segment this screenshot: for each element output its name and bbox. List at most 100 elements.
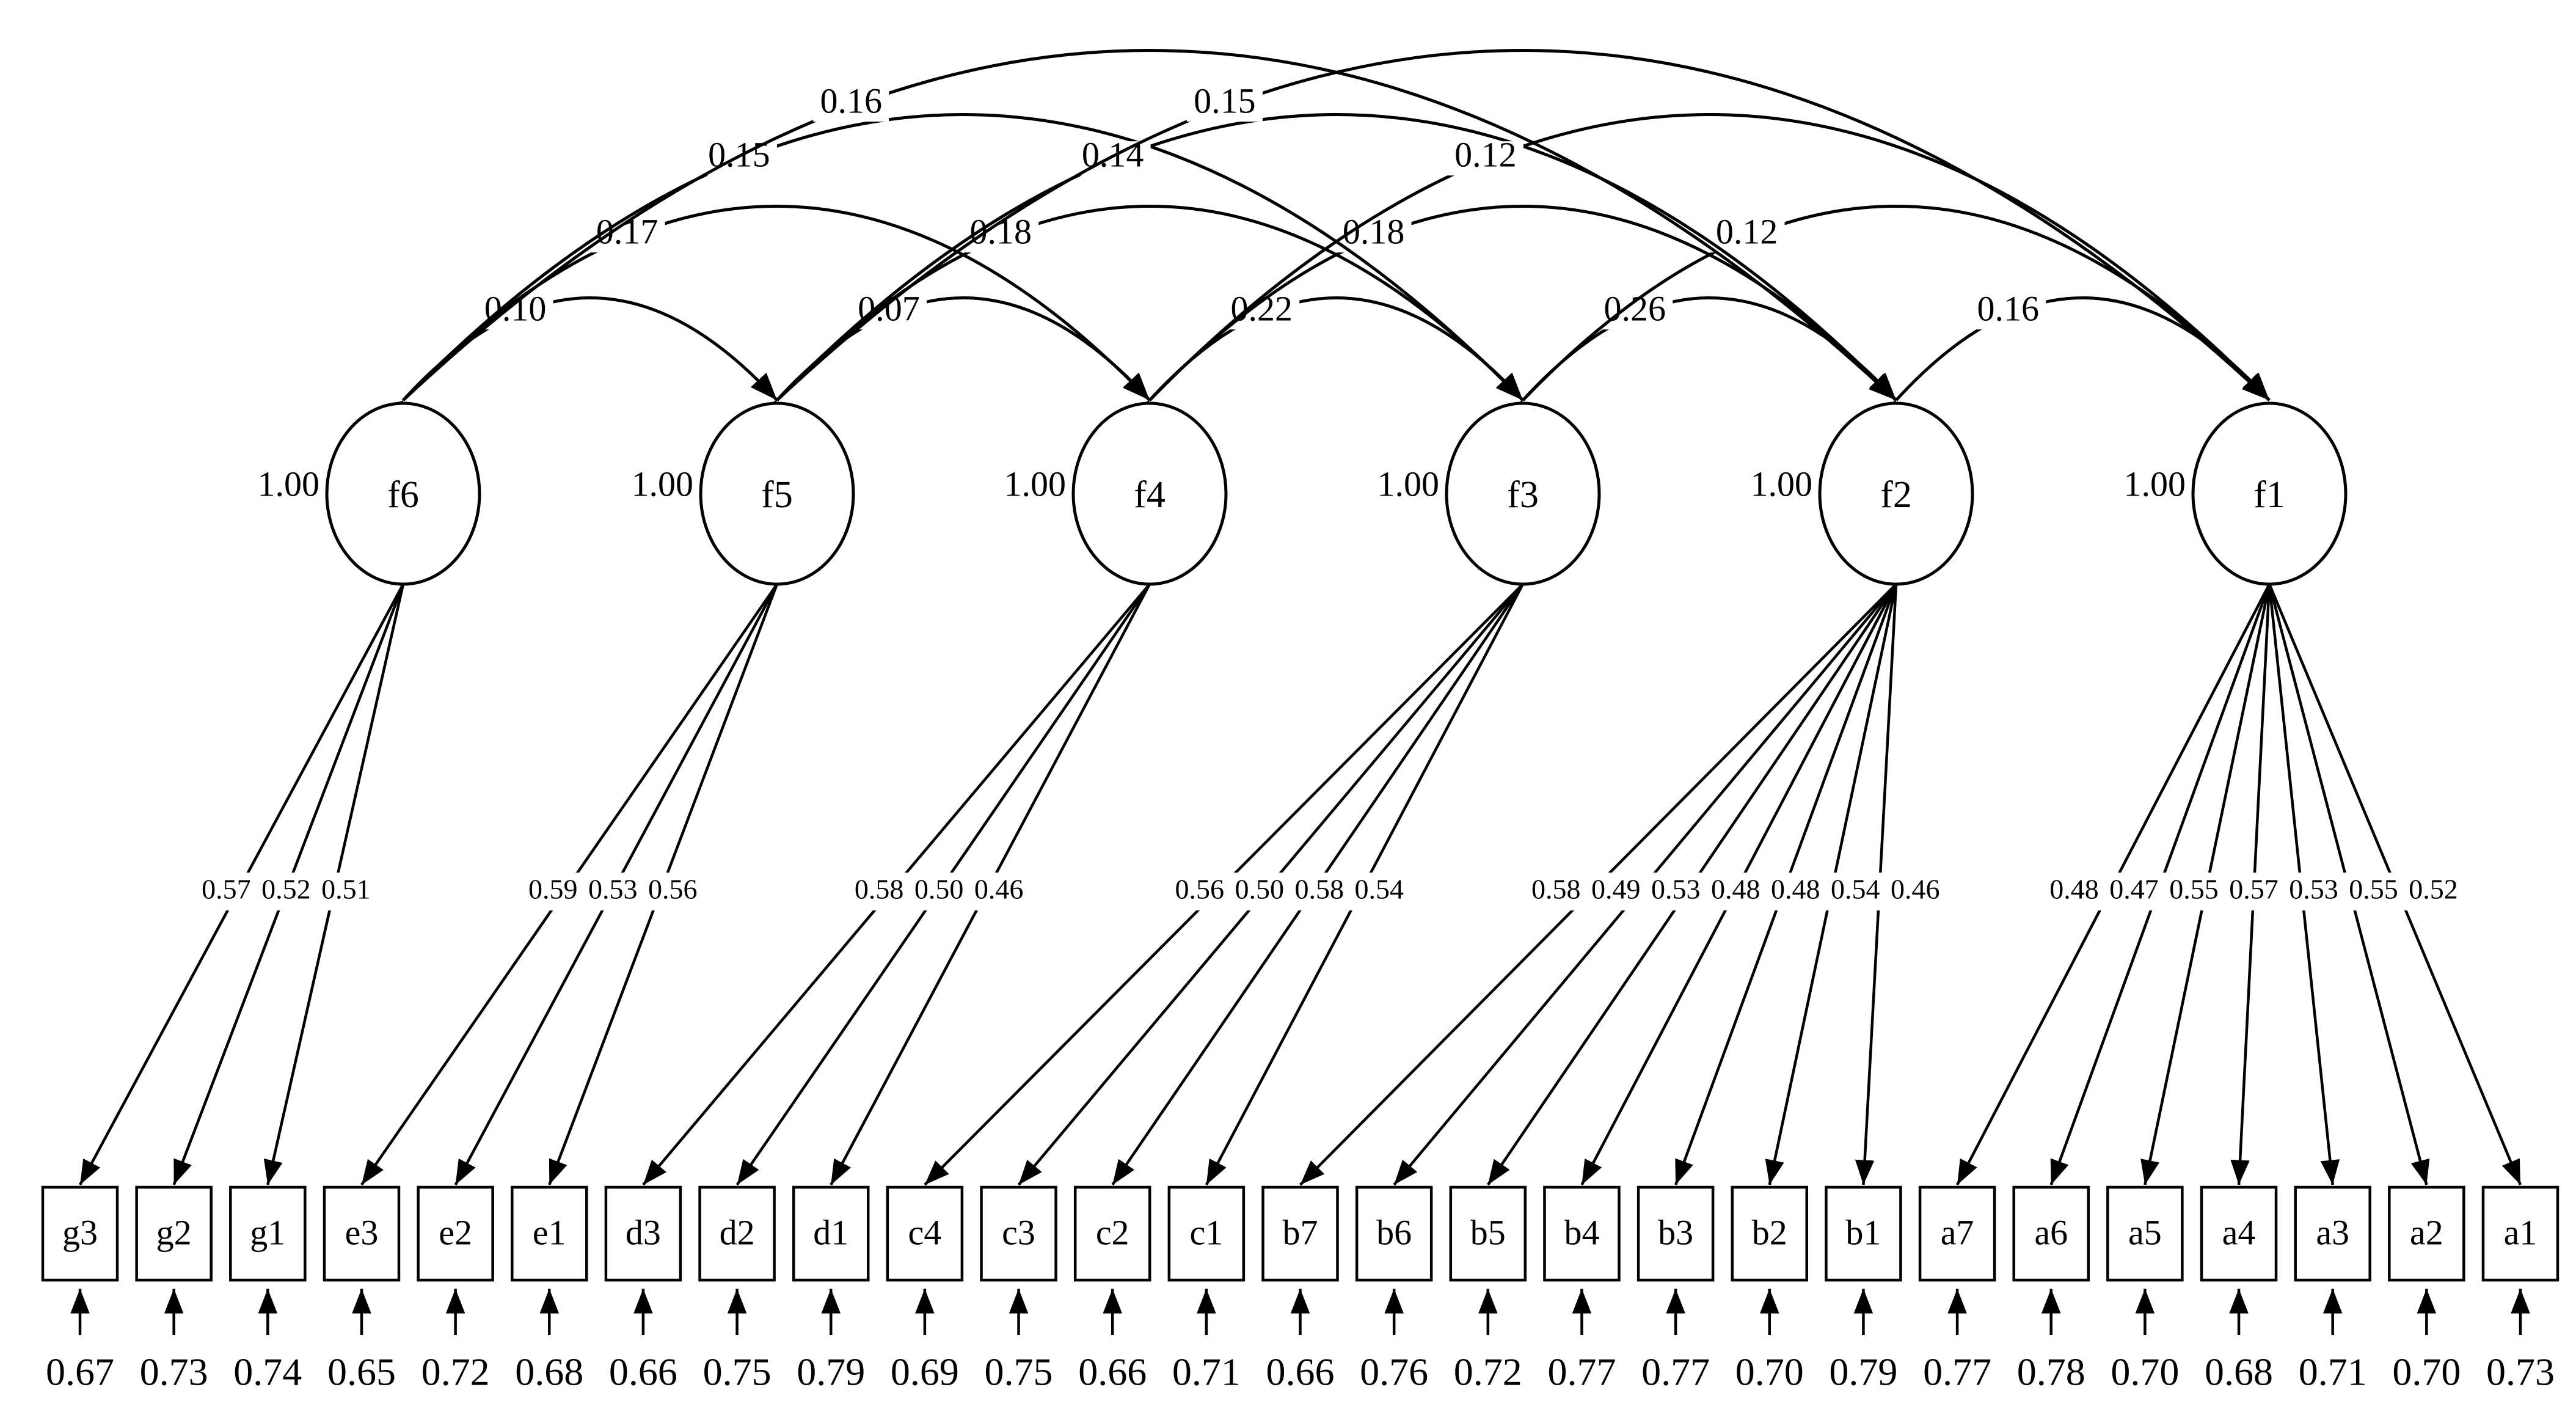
observed-variable-label: b4 (1564, 1212, 1599, 1252)
latent-factor-label: f3 (1507, 474, 1539, 516)
observed-variable-box (2200, 1185, 2278, 1282)
latent-factor-label: f6 (387, 474, 419, 516)
observed-variable-box (1261, 1185, 1339, 1282)
observed-variable-box (2294, 1185, 2371, 1282)
loading-value: 0.56 (1175, 874, 1224, 905)
observed-variable-label: c4 (908, 1212, 942, 1252)
covariance-label-bg (1709, 218, 1785, 253)
observed-variable-box (1825, 1185, 1902, 1282)
latent-variance-value: 1.00 (1377, 464, 1440, 503)
observed-variable-label: g2 (156, 1212, 192, 1252)
loading-label-bg (191, 873, 382, 910)
observed-variable-label: a7 (1941, 1212, 1974, 1252)
observed-variable-label: a6 (2034, 1212, 2068, 1252)
observed-variable-label: e1 (533, 1212, 566, 1252)
covariance-label-bg (1447, 141, 1523, 176)
latent-variance-value: 1.00 (2124, 464, 2186, 503)
latent-factor-label: f5 (761, 474, 793, 516)
covariance-label-bg (963, 218, 1039, 253)
latent-factor-ellipse (699, 401, 855, 586)
loading-value: 0.58 (1531, 874, 1581, 905)
error-variance-value: 0.70 (1735, 1350, 1804, 1394)
observed-variable-box (980, 1185, 1057, 1282)
loading-label-bg (1164, 873, 1415, 910)
observed-variable-label: g3 (62, 1212, 98, 1252)
error-variance-value: 0.65 (327, 1350, 396, 1394)
observed-variable-box (792, 1185, 870, 1282)
error-variance-value: 0.79 (1829, 1350, 1897, 1394)
covariance-arc (376, 49, 1897, 427)
error-variance-value: 0.68 (2205, 1350, 2273, 1394)
loading-value: 0.58 (1294, 874, 1344, 905)
latent-factor-ellipse (1071, 401, 1228, 586)
latent-variance-value: 1.00 (1751, 464, 1813, 503)
loading-value: 0.53 (1651, 874, 1701, 905)
observed-variable-label: e2 (439, 1212, 472, 1252)
loading-value: 0.58 (855, 874, 904, 905)
loading-value: 0.57 (2229, 874, 2279, 905)
observed-variable-label: b1 (1845, 1212, 1881, 1252)
observed-variable-box (2012, 1185, 2090, 1282)
error-variance-value: 0.77 (1641, 1350, 1710, 1394)
covariance-label-bg (1335, 218, 1412, 253)
observed-variable-box (604, 1185, 682, 1282)
observed-variable-label: d3 (626, 1212, 661, 1252)
covariance-value: 0.22 (1231, 289, 1293, 329)
loading-value: 0.48 (2049, 874, 2099, 905)
error-variance-value: 0.70 (2111, 1350, 2179, 1394)
error-variance-value: 0.67 (46, 1350, 114, 1394)
observed-variable-box (2481, 1185, 2560, 1282)
observed-variable-label: a4 (2222, 1212, 2256, 1252)
error-variance-value: 0.72 (1454, 1350, 1522, 1394)
latent-variance-value: 1.00 (632, 464, 694, 503)
observed-variable-box (417, 1185, 494, 1282)
covariance-value: 0.15 (1194, 81, 1256, 120)
covariance-label-bg (589, 218, 665, 253)
loading-value: 0.59 (528, 874, 578, 905)
covariance-value: 0.16 (820, 81, 882, 120)
loading-value: 0.46 (1891, 874, 1940, 905)
covariance-value: 0.16 (1977, 289, 2040, 329)
error-variance-value: 0.71 (1172, 1350, 1241, 1394)
covariance-value: 0.12 (1716, 212, 1778, 252)
latent-factor-ellipse (325, 401, 481, 586)
loading-value: 0.53 (588, 874, 638, 905)
covariance-arc (750, 49, 2271, 427)
error-variance-value: 0.70 (2392, 1350, 2461, 1394)
covariance-label-bg (1186, 87, 1263, 122)
observed-variable-box (135, 1185, 213, 1282)
latent-factor-ellipse (1445, 401, 1601, 586)
latent-variance-value: 1.00 (258, 464, 320, 503)
observed-variable-box (1449, 1185, 1527, 1282)
covariance-value: 0.12 (1454, 135, 1517, 175)
loading-value: 0.57 (202, 874, 251, 905)
loading-value: 0.48 (1711, 874, 1761, 905)
loading-value: 0.50 (1235, 874, 1284, 905)
covariance-value: 0.26 (1604, 289, 1666, 329)
observed-variable-box (1731, 1185, 1809, 1282)
latent-factor-label: f4 (1134, 474, 1166, 516)
covariance-arc (1122, 113, 2271, 428)
loading-value: 0.52 (261, 874, 311, 905)
observed-variable-label: c1 (1189, 1212, 1223, 1252)
loading-value: 0.50 (914, 874, 964, 905)
observed-variable-label: b3 (1658, 1212, 1693, 1252)
covariance-arc (1123, 296, 1524, 428)
loading-value: 0.49 (1591, 874, 1641, 905)
loading-value: 0.51 (321, 874, 371, 905)
observed-variable-label: c2 (1096, 1212, 1129, 1252)
error-variance-value: 0.75 (703, 1350, 772, 1394)
observed-variable-label: e3 (345, 1212, 379, 1252)
covariance-arc (376, 113, 1524, 428)
observed-variable-label: d2 (720, 1212, 755, 1252)
observed-variable-box (886, 1185, 964, 1282)
loading-value: 0.46 (974, 874, 1024, 905)
loading-label-bg (844, 873, 1035, 910)
observed-variable-label: g1 (250, 1212, 285, 1252)
